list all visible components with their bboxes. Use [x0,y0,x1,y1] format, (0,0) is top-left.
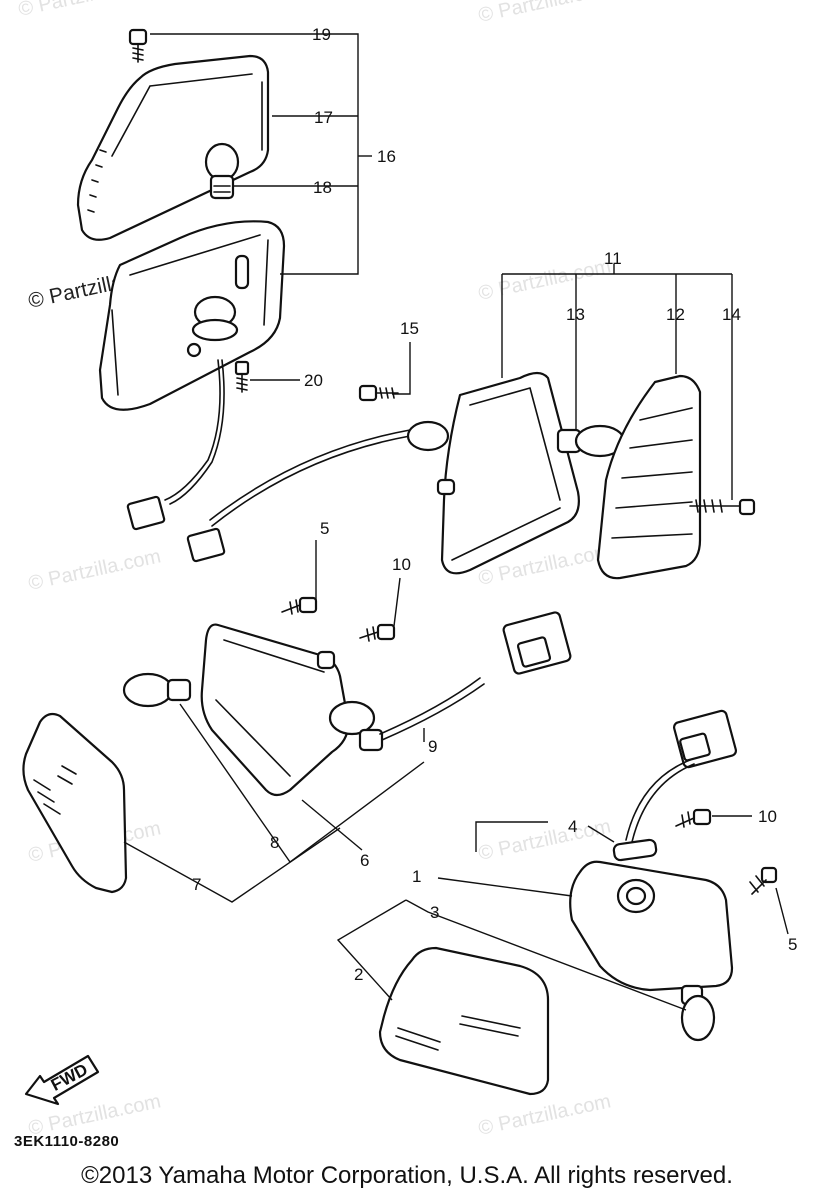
callout-12: 12 [666,305,685,324]
screw-10-top [359,623,396,642]
callout-5-right: 5 [788,935,797,954]
rear-flasher-assembly [76,28,411,563]
front-housing-1 [569,860,734,992]
callout-1: 1 [412,867,421,886]
callout-20: 20 [304,371,323,390]
callout-14: 14 [722,305,741,324]
callout-9: 9 [428,737,437,756]
callout-8: 8 [270,833,279,852]
callouts: 19 17 16 18 20 11 13 12 14 15 5 10 9 8 6… [192,25,797,984]
front-lens-12 [596,374,702,580]
rear-lens [76,54,270,241]
copyright-notice: ©2013 Yamaha Motor Corporation, U.S.A. A… [81,1162,733,1189]
front-flasher-1 [378,709,778,1096]
front-lens-7 [22,712,128,894]
callout-19: 19 [312,25,331,44]
screw-5-top [281,596,318,615]
rear-housing [98,220,286,411]
front-flasher-11 [358,371,756,580]
callout-17: 17 [314,108,333,127]
bulb-18 [204,142,240,200]
front-flasher-6 [22,596,572,894]
callout-3: 3 [430,903,439,922]
callout-18: 18 [313,178,332,197]
callout-7: 7 [192,875,201,894]
fwd-arrow: FWD [24,1054,100,1106]
bulb-3 [680,984,716,1042]
callout-13: 13 [566,305,585,324]
leader-lines [123,33,789,1011]
diagram-code: 3EK1110-8280 [14,1133,120,1150]
callout-5-top: 5 [320,519,329,538]
screw-5-right [749,866,778,895]
callout-15: 15 [400,319,419,338]
screw-20 [234,360,250,393]
callout-10-right: 10 [758,807,777,826]
watermark: © Partzilla.com [16,0,152,21]
screw-10-right [675,808,712,828]
callout-4: 4 [568,817,577,836]
screw-15 [358,384,399,402]
callout-6: 6 [360,851,369,870]
callout-10-top: 10 [392,555,411,574]
front-lens-2 [378,946,550,1096]
callout-16: 16 [377,147,396,166]
front-housing-6 [200,623,350,797]
watermark: © Partzilla.com [476,1090,612,1140]
screw-14 [689,498,756,516]
watermark: © Partzilla.com [476,815,612,865]
watermark: © Partzilla.com [476,0,612,27]
front-housing-11 [440,371,580,575]
watermark: © Partzilla.com [26,545,162,595]
screw-19 [128,28,148,63]
bulb-8 [122,672,192,708]
watermark: © Partzilla.com [476,255,612,305]
callout-11: 11 [604,249,622,268]
callout-2: 2 [354,965,363,984]
